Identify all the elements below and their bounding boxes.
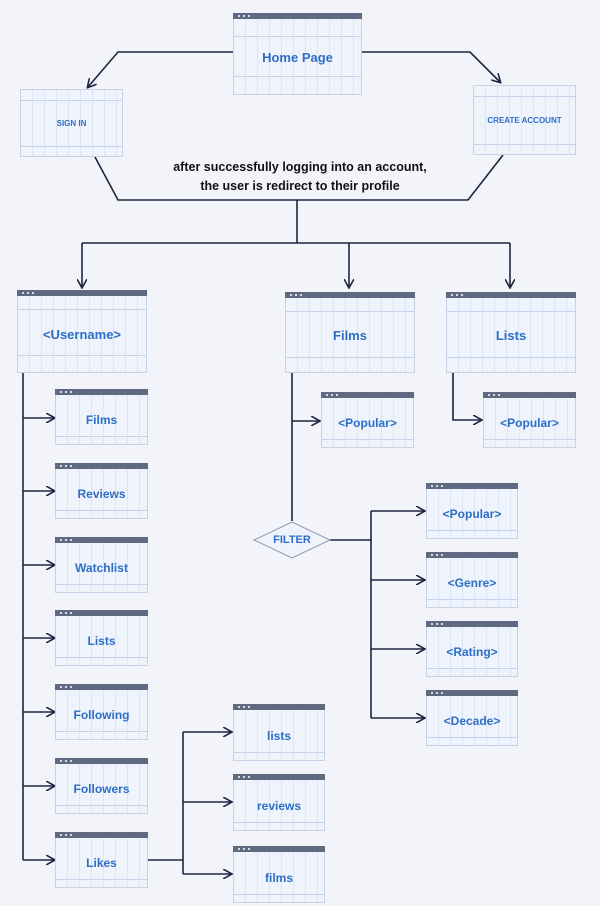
caption-line-1: after successfully logging into an accou… <box>173 160 427 174</box>
node-label: <Decade> <box>443 714 501 728</box>
node-filter-popular: <Popular> <box>426 483 518 539</box>
node-label: <Popular> <box>338 416 397 430</box>
node-sign-in: SIGN IN <box>20 89 123 157</box>
node-label: SIGN IN <box>56 118 87 128</box>
node-likes-lists: lists <box>233 704 325 761</box>
node-label: Lists <box>87 634 116 648</box>
node-user-films: Films <box>55 389 148 445</box>
node-label: Following <box>73 708 130 722</box>
node-label: <Popular> <box>500 416 559 430</box>
node-lists: Lists <box>446 292 576 373</box>
node-label: lists <box>266 728 291 743</box>
node-username: <Username> <box>17 290 147 373</box>
node-filter-genre: <Genre> <box>426 552 518 608</box>
node-create-account: CREATE ACCOUNT <box>473 85 576 155</box>
caption-line-2: the user is redirect to their profile <box>200 179 400 193</box>
node-user-lists: Lists <box>55 610 148 666</box>
filter-diamond-shape <box>252 521 332 559</box>
node-label: Films <box>85 413 118 427</box>
node-likes-reviews: reviews <box>233 774 325 831</box>
node-label: <Username> <box>42 327 122 342</box>
node-user-following: Following <box>55 684 148 740</box>
node-label: Reviews <box>77 487 126 501</box>
node-label: CREATE ACCOUNT <box>487 115 562 125</box>
node-label: films <box>264 870 293 885</box>
node-lists-popular: <Popular> <box>483 392 576 448</box>
node-filter: FILTER <box>254 522 330 558</box>
node-home-page: Home Page <box>233 13 362 95</box>
node-user-watchlist: Watchlist <box>55 537 148 593</box>
node-filter-decade: <Decade> <box>426 690 518 746</box>
node-label: Home Page <box>262 49 333 65</box>
node-films: Films <box>285 292 415 373</box>
redirect-caption: after successfully logging into an accou… <box>120 158 480 196</box>
node-label: Lists <box>495 328 527 343</box>
node-user-likes: Likes <box>55 832 148 888</box>
node-label: <Genre> <box>447 576 497 590</box>
node-user-followers: Followers <box>55 758 148 814</box>
node-label: <Rating> <box>446 645 498 659</box>
node-likes-films: films <box>233 846 325 903</box>
node-label: FILTER <box>273 534 311 546</box>
node-films-popular: <Popular> <box>321 392 414 448</box>
node-label: Watchlist <box>75 561 128 575</box>
node-label: Followers <box>73 782 130 796</box>
node-label: Likes <box>86 856 117 870</box>
node-user-reviews: Reviews <box>55 463 148 519</box>
node-filter-rating: <Rating> <box>426 621 518 677</box>
node-label: <Popular> <box>442 507 502 521</box>
node-label: Films <box>333 328 367 343</box>
node-label: reviews <box>256 798 302 813</box>
